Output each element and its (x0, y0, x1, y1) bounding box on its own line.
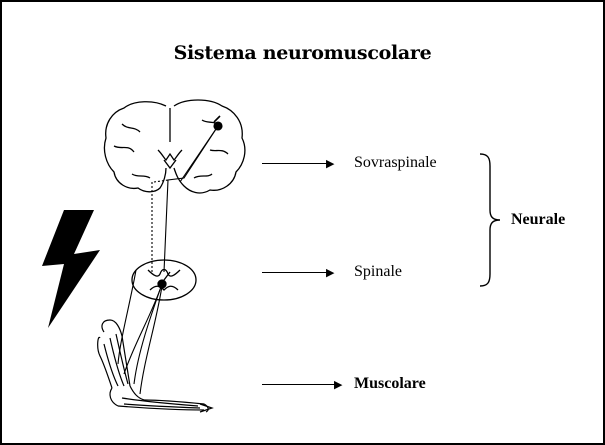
level-label-muscolare: Muscolare (354, 375, 426, 393)
neuromuscular-illustration (94, 94, 264, 414)
arrow-spinale: ▶ (262, 266, 334, 280)
level-label-sovraspinale: Sovraspinale (354, 154, 437, 172)
slide-title: Sistema neuromuscolare (2, 42, 603, 64)
leg-illustration (98, 320, 212, 412)
curly-brace-icon (478, 152, 502, 288)
lightning-bolt-icon (40, 210, 102, 328)
arrow-muscolare: ▶ (262, 378, 342, 392)
group-label-neurale: Neurale (511, 211, 565, 229)
level-label-spinale: Spinale (354, 263, 402, 281)
arrow-sovraspinale: ▶ (262, 157, 334, 171)
